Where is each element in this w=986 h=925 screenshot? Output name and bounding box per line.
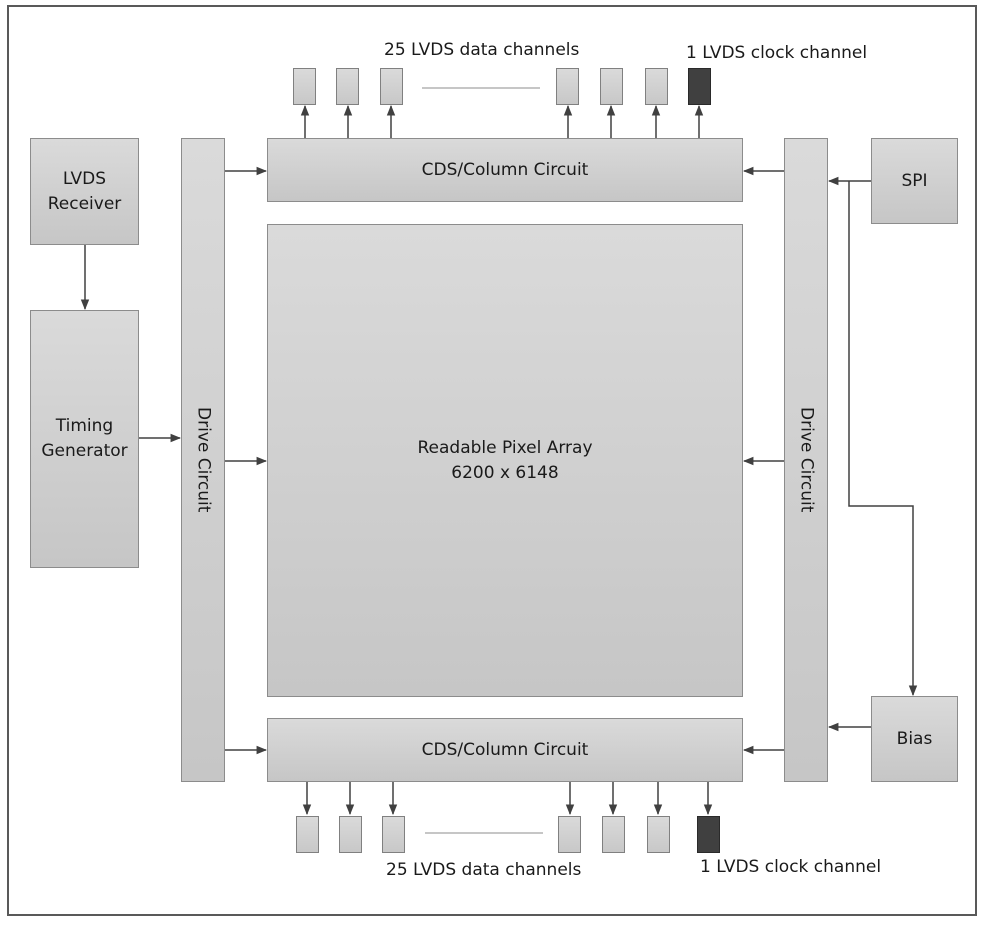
bias-block: Bias	[871, 696, 958, 782]
top-data-channel-pin	[600, 68, 623, 105]
bottom-data-channels-label: 25 LVDS data channels	[386, 860, 582, 880]
bottom-data-channel-pin	[558, 816, 581, 853]
readable-pixel-array-block: Readable Pixel Array 6200 x 6148	[267, 224, 743, 697]
top-data-channel-pin	[556, 68, 579, 105]
bottom-clock-channel-label: 1 LVDS clock channel	[700, 857, 882, 877]
top-clock-channel-label: 1 LVDS clock channel	[686, 43, 868, 63]
drive-circuit-right-label: Drive Circuit	[796, 407, 817, 513]
bottom-clock-channel-pin	[697, 816, 720, 853]
bottom-data-channel-pin	[296, 816, 319, 853]
top-clock-channel-pin	[688, 68, 711, 105]
pixel-array-size: 6200 x 6148	[451, 462, 559, 483]
bottom-data-channel-pin	[382, 816, 405, 853]
top-data-channel-pin	[380, 68, 403, 105]
lvds-receiver-block: LVDS Receiver	[30, 138, 139, 245]
top-data-channel-pin	[293, 68, 316, 105]
arrow-spi-to-bias	[848, 181, 918, 697]
cds-column-circuit-bottom: CDS/Column Circuit	[267, 718, 743, 782]
top-data-channel-pin	[645, 68, 668, 105]
bottom-data-channel-pin	[647, 816, 670, 853]
drive-circuit-left-label: Drive Circuit	[193, 407, 214, 513]
drive-circuit-left-block: Drive Circuit	[181, 138, 225, 782]
bottom-data-channel-pin	[602, 816, 625, 853]
cds-column-circuit-top: CDS/Column Circuit	[267, 138, 743, 202]
spi-block: SPI	[871, 138, 958, 224]
bottom-data-channel-pin	[339, 816, 362, 853]
pixel-array-title: Readable Pixel Array	[417, 437, 593, 458]
top-data-channels-label: 25 LVDS data channels	[384, 40, 580, 60]
timing-generator-block: Timing Generator	[30, 310, 139, 568]
drive-circuit-right-block: Drive Circuit	[784, 138, 828, 782]
top-data-channel-pin	[336, 68, 359, 105]
